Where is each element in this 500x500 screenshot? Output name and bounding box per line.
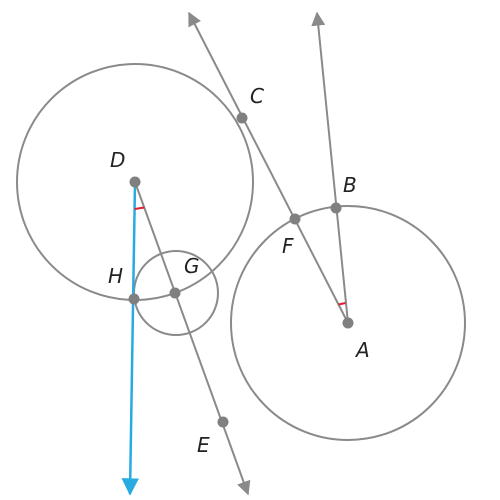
- label-f: F: [282, 234, 294, 258]
- ray-a-through-b: [311, 11, 349, 324]
- point-g: [169, 287, 181, 299]
- point-b: [330, 202, 342, 214]
- point-c: [236, 112, 248, 124]
- label-b: B: [343, 173, 357, 197]
- ray-d-through-e: [134, 181, 251, 496]
- label-a: A: [354, 338, 370, 362]
- label-d: D: [110, 148, 125, 172]
- point-h: [128, 293, 140, 305]
- angle-mark-at-d: [134, 206, 145, 210]
- point-d: [129, 176, 141, 188]
- label-c: C: [250, 84, 264, 108]
- label-g: G: [184, 254, 200, 278]
- ray-d-through-h: [121, 181, 140, 496]
- label-e: E: [197, 433, 210, 457]
- circle-center-a: [230, 205, 466, 441]
- point-a: [342, 317, 354, 329]
- angle-mark-at-a: [338, 302, 346, 306]
- label-h: H: [108, 264, 123, 288]
- ray-a-through-c: [188, 11, 349, 324]
- point-f: [289, 213, 301, 225]
- point-e: [217, 416, 229, 428]
